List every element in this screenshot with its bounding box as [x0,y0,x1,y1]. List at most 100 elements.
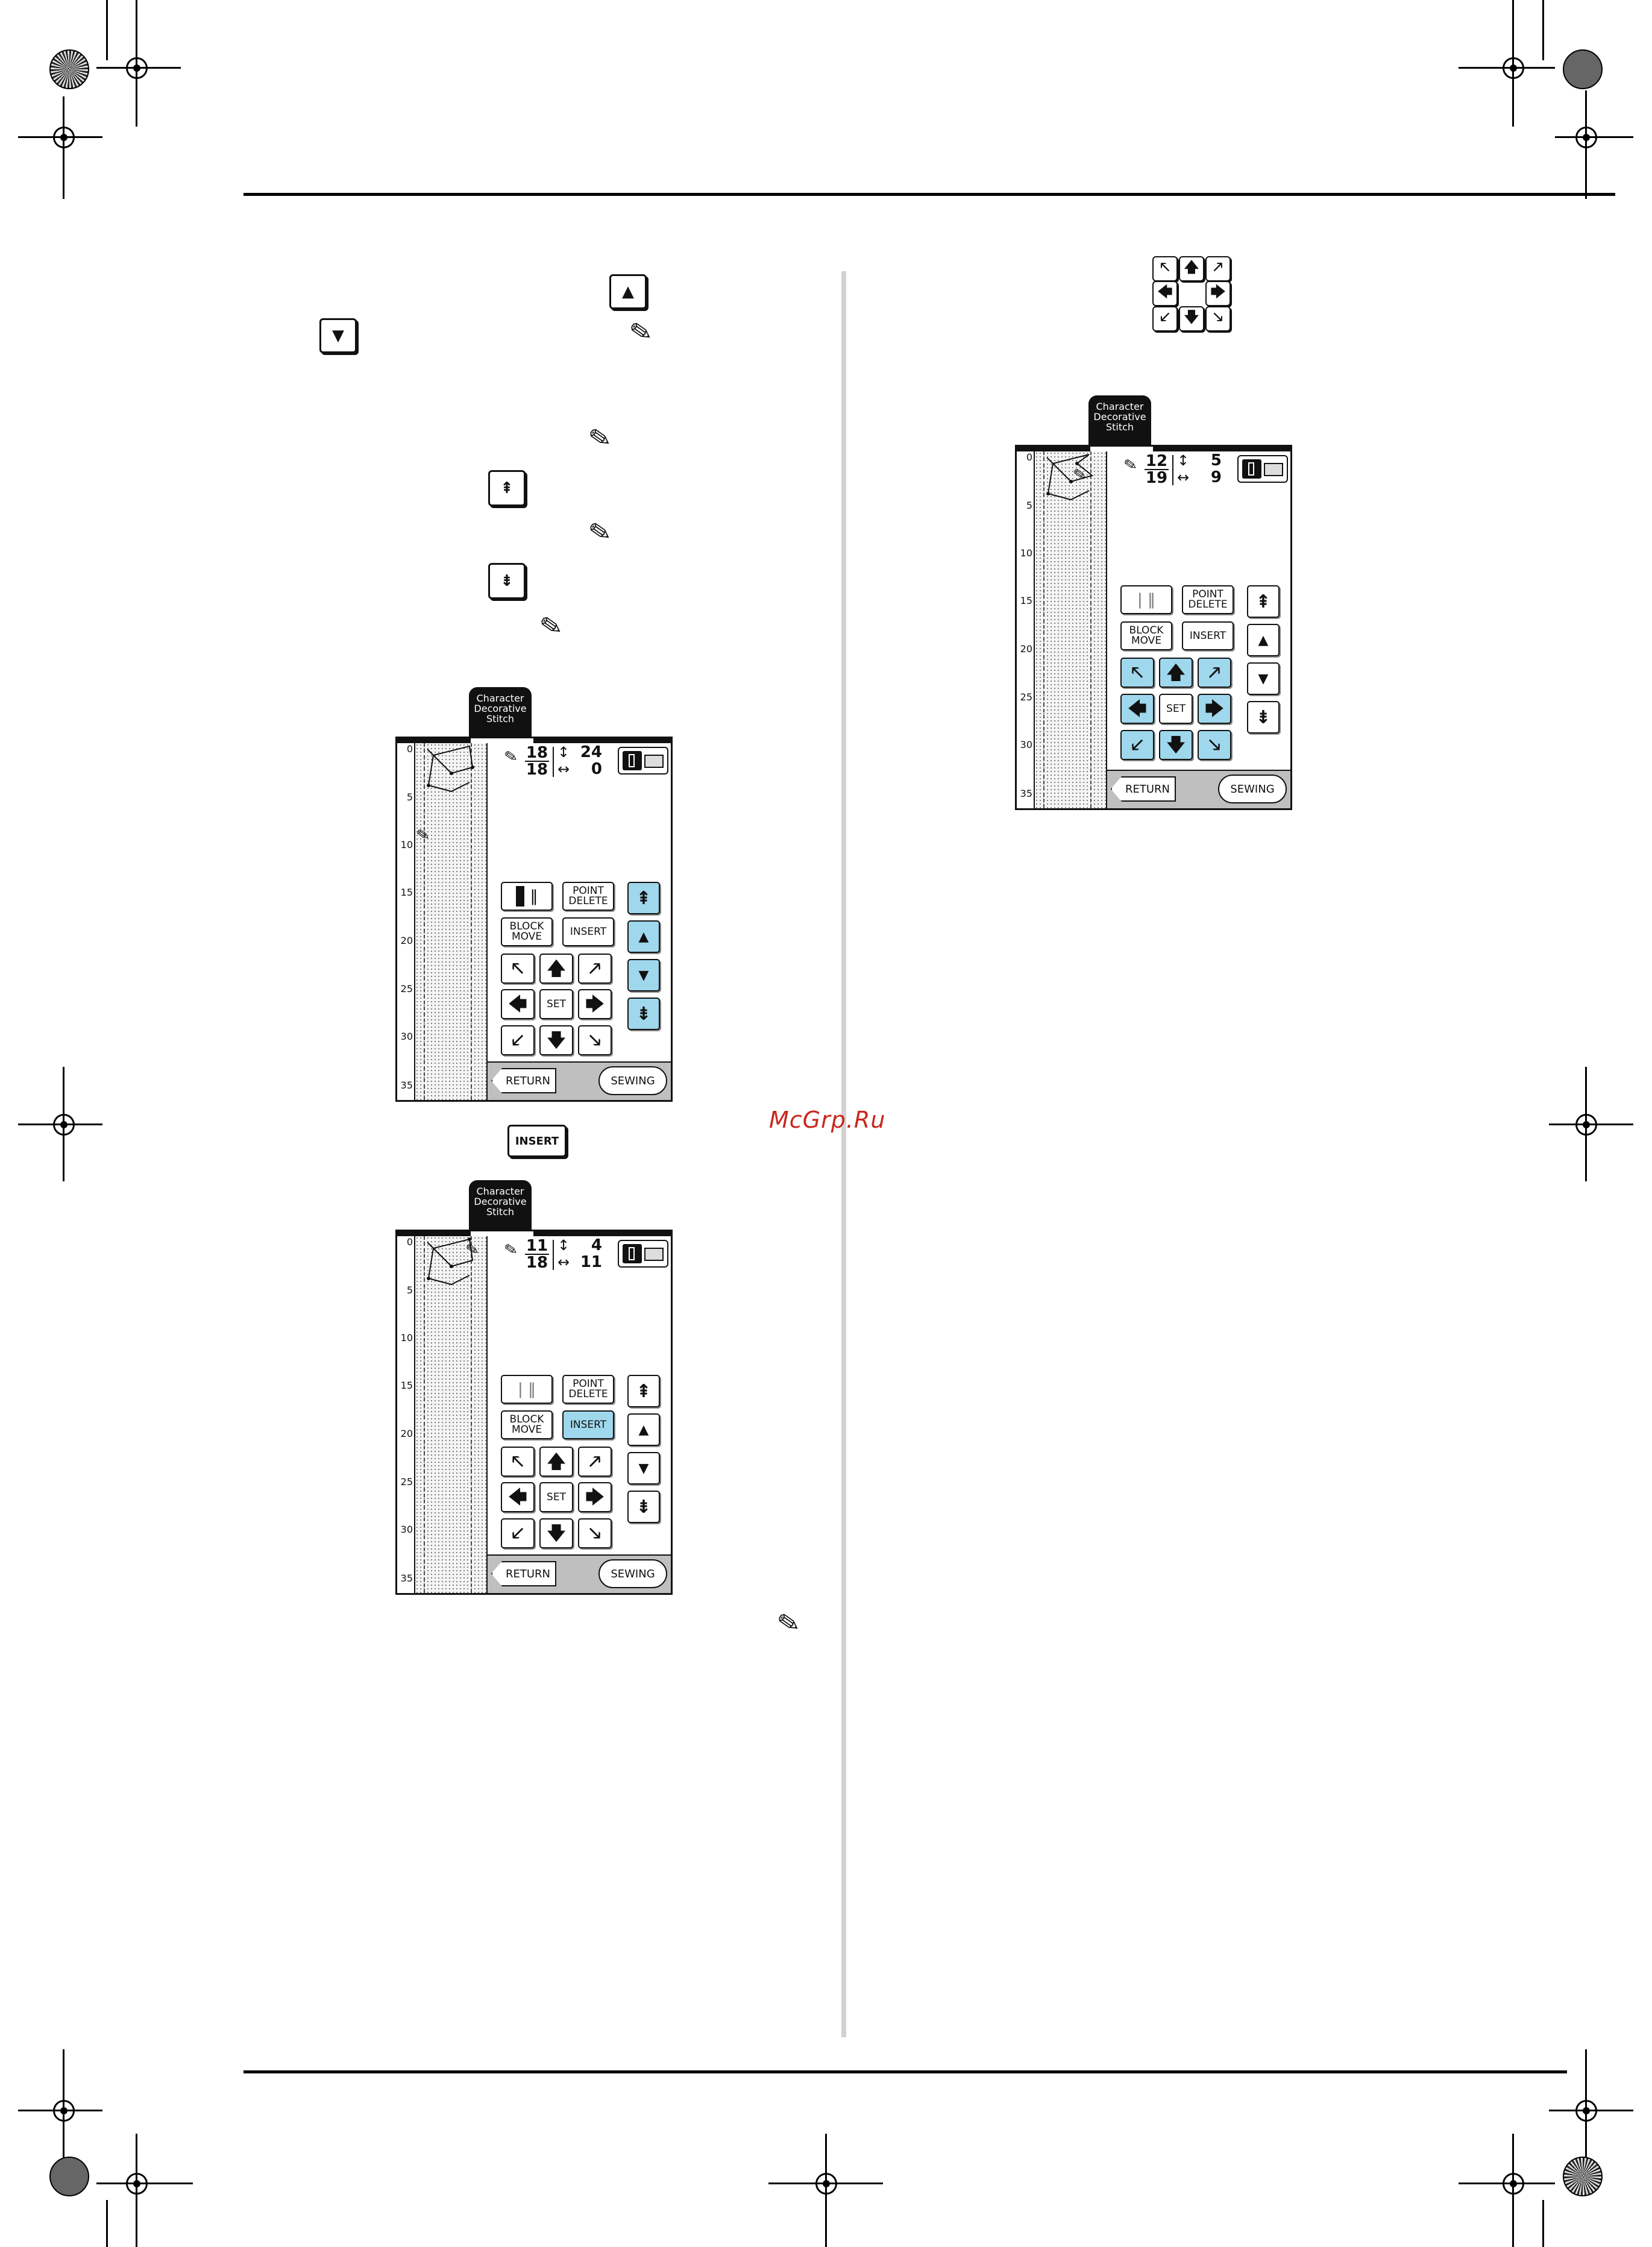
category-tab[interactable]: Character Decorative Stitch [469,1180,532,1231]
sewing-button[interactable]: SEWING [1218,775,1287,803]
ruler: 0 5 10 15 20 25 30 35 [1017,451,1035,808]
view-toggle[interactable] [1237,455,1288,483]
return-button[interactable]: RETURN [1111,776,1176,802]
return-button[interactable]: RETURN [491,1068,556,1093]
dimension-horizontal: 11 [580,1253,602,1271]
top-key-icon: ⇞ [488,470,526,506]
point-down-button[interactable]: ▼ [627,1452,660,1485]
move-left-button[interactable]: 🡄 [1120,694,1154,724]
design-grid[interactable]: ✎ [1035,451,1107,808]
dimension-horizontal: 9 [1210,468,1222,486]
move-down-right-button[interactable]: 🡖 [578,1518,612,1548]
stitch-pattern [1046,454,1094,501]
stitch-pattern [427,745,474,793]
stitch-type-toggle[interactable]: | ‖ [501,1375,553,1404]
sewing-button[interactable]: SEWING [598,1559,667,1588]
screen-footer: RETURN SEWING [1107,770,1290,808]
move-right-button[interactable]: 🡆 [1198,694,1231,724]
pencil-icon: ✎ [503,1240,520,1260]
jump-top-button[interactable]: ⇞ [1247,585,1280,618]
pencil-icon: ✎ [627,315,655,350]
jump-bottom-button[interactable]: ⇟ [1247,701,1280,734]
vertical-dimension-icon: ↕ [1177,452,1190,469]
dimension-horizontal: 0 [591,760,602,778]
move-left-button[interactable]: 🡄 [501,1482,535,1512]
bottom-key-icon: ⇟ [488,563,526,599]
header-rule [243,193,1615,196]
registration-disc-icon [1563,2157,1603,2196]
dimension-vertical: 5 [1210,451,1222,470]
set-button[interactable]: SET [539,1482,573,1512]
insert-button[interactable]: INSERT [562,917,614,946]
stitch-type-toggle[interactable]: ‖ [501,882,553,911]
move-up-left-button[interactable]: 🡔 [501,1447,535,1477]
jump-top-button[interactable]: ⇞ [627,1375,660,1407]
set-button[interactable]: SET [1159,694,1193,724]
point-up-button[interactable]: ▲ [627,920,660,953]
point-up-button[interactable]: ▲ [627,1413,660,1446]
design-grid[interactable]: ✎ [415,1236,488,1593]
category-tab[interactable]: Character Decorative Stitch [1088,395,1151,446]
jump-top-button[interactable]: ⇞ [627,882,660,914]
move-right-button[interactable]: 🡆 [578,989,612,1019]
point-up-button[interactable]: ▲ [1247,624,1280,656]
move-up-left-button[interactable]: 🡔 [501,954,535,984]
arrow-left-icon: 🡄 [1152,281,1178,306]
move-up-right-button[interactable]: 🡕 [1198,658,1231,688]
move-down-left-button[interactable]: 🡗 [501,1025,535,1055]
pencil-icon: ✎ [586,515,614,550]
move-right-button[interactable]: 🡆 [578,1482,612,1512]
pointer-pencil-icon: ✎ [1072,465,1088,485]
move-up-button[interactable]: 🡅 [539,954,573,984]
move-up-button[interactable]: 🡅 [1159,658,1193,688]
move-up-left-button[interactable]: 🡔 [1120,658,1154,688]
footer-rule [243,2070,1567,2073]
arrow-right-icon: 🡆 [1205,281,1231,306]
point-down-button[interactable]: ▼ [1247,662,1280,695]
down-key-icon: ▼ [319,318,357,353]
design-grid[interactable]: ✎ [415,743,488,1100]
move-down-button[interactable]: 🡇 [1159,730,1193,760]
move-up-right-button[interactable]: 🡕 [578,954,612,984]
view-toggle[interactable] [618,747,668,775]
view-toggle[interactable] [618,1240,668,1268]
vertical-dimension-icon: ↕ [557,1237,570,1254]
move-down-left-button[interactable]: 🡗 [501,1518,535,1548]
jump-bottom-button[interactable]: ⇟ [627,998,660,1030]
move-down-button[interactable]: 🡇 [539,1518,573,1548]
move-down-right-button[interactable]: 🡖 [1198,730,1231,760]
insert-button[interactable]: INSERT [1182,621,1234,650]
arrow-down-right-icon: 🡖 [1205,306,1231,332]
dimension-vertical: 4 [591,1236,602,1254]
move-up-right-button[interactable]: 🡕 [578,1447,612,1477]
watermark: McGrp.Ru [769,1107,886,1133]
sewing-button[interactable]: SEWING [598,1066,667,1095]
pencil-icon: ✎ [503,747,520,767]
point-down-button[interactable]: ▼ [627,959,660,992]
category-tab[interactable]: Character Decorative Stitch [469,687,532,738]
stitch-type-toggle[interactable]: | ‖ [1120,585,1172,614]
pencil-icon: ✎ [586,421,614,456]
pencil-icon: ✎ [774,1606,802,1641]
return-button[interactable]: RETURN [491,1561,556,1586]
arrow-up-left-icon: 🡔 [1152,256,1178,281]
arrow-up-icon: 🡅 [1179,256,1204,281]
jump-bottom-button[interactable]: ⇟ [627,1491,660,1523]
move-down-button[interactable]: 🡇 [539,1025,573,1055]
move-down-left-button[interactable]: 🡗 [1120,730,1154,760]
move-down-right-button[interactable]: 🡖 [578,1025,612,1055]
insert-button[interactable]: INSERT [562,1410,614,1439]
set-button[interactable]: SET [539,989,573,1019]
move-up-button[interactable]: 🡅 [539,1447,573,1477]
registration-disc-icon [49,2157,89,2196]
move-left-button[interactable]: 🡄 [501,989,535,1019]
